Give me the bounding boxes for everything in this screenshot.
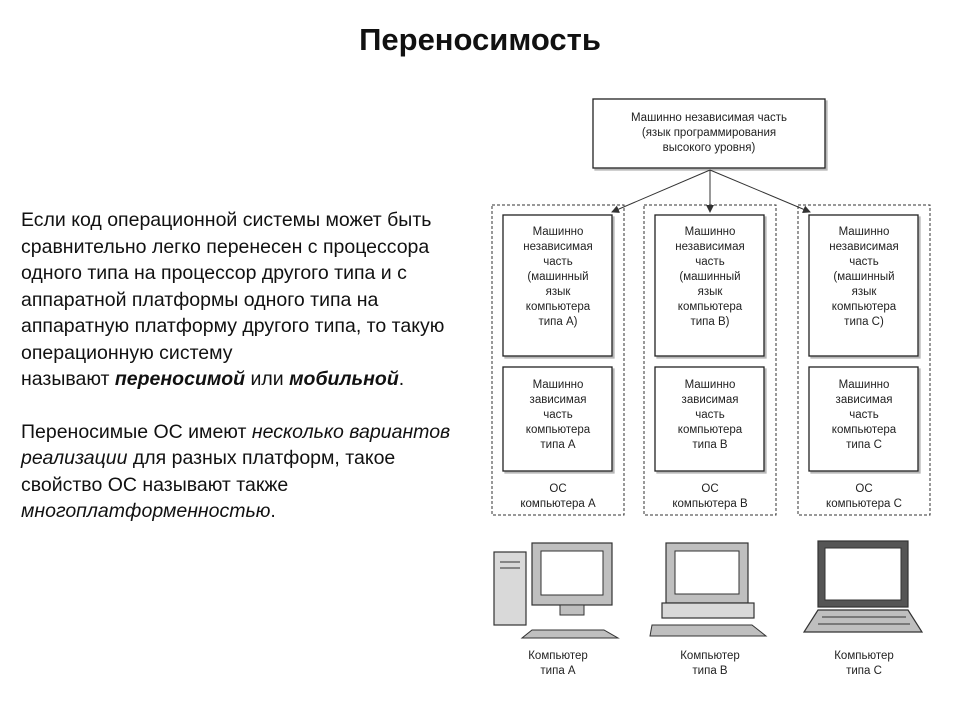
machine-dependent-label-1: Машинно зависимая часть компьютера типа A	[526, 379, 591, 451]
machine-dependent-box-3	[808, 366, 919, 472]
machine-language-label-1-line: компьютера	[526, 301, 591, 313]
laptop-computer-icon	[802, 540, 924, 633]
machine-language-box-1	[502, 214, 613, 357]
machine-language-label-1-line: независимая	[523, 241, 592, 253]
desktop-computer-icon	[649, 542, 768, 637]
computer-label-1-line: Компьютер	[528, 650, 588, 662]
machine-dependent-label-2-line: зависимая	[682, 394, 739, 406]
computer-label-2-line: типа B	[692, 665, 728, 677]
machine-language-label-1-line: Машинно	[533, 226, 584, 238]
machine-language-label-1-line: часть	[543, 256, 572, 268]
machine-dependent-label-3-line: компьютера	[832, 424, 897, 436]
machine-language-label-3-line: (машинный	[833, 271, 894, 283]
os-label-3-line: ОС	[855, 483, 872, 495]
machine-language-label-2-line: независимая	[675, 241, 744, 253]
paragraph-multiplatform: Переносимые ОС имеют несколько вариантов…	[21, 419, 461, 525]
computer-label-1: Компьютер типа A	[528, 650, 588, 677]
machine-language-label-3-line: независимая	[829, 241, 898, 253]
os-column-box-2	[643, 204, 777, 516]
machine-language-label-3-line: Машинно	[839, 226, 890, 238]
machine-dependent-label-1-line: часть	[543, 409, 572, 421]
machine-language-label-2-line: Машинно	[685, 226, 736, 238]
machine-language-label-2-line: (машинный	[679, 271, 740, 283]
machine-dependent-label-2-line: типа B	[692, 439, 728, 451]
machine-dependent-label-1-line: зависимая	[530, 394, 587, 406]
machine-language-label-2-line: типа B)	[690, 316, 729, 328]
machine-dependent-label-3-line: часть	[849, 409, 878, 421]
machine-independent-label-line: Машинно независимая часть	[631, 112, 787, 124]
computer-label-2: Компьютер типа B	[680, 650, 740, 677]
paragraph-multiplatform-end: .	[270, 500, 276, 522]
emph-several-variants: несколько вариантов реализации	[21, 420, 451, 470]
os-label-2-line: ОС	[701, 483, 718, 495]
paragraph-portability-called: называют	[21, 368, 115, 390]
computer-label-1-line: типа A	[540, 665, 576, 677]
term-portable: переносимой	[114, 368, 246, 390]
paragraph-portability: Если код операционной системы может быть…	[21, 207, 461, 393]
machine-language-label-1: Машинно независимая часть (машинный язык комп…	[523, 226, 592, 328]
paragraph-multiplatform-text-b: для разных платформ, такое свойство ОС н…	[21, 447, 396, 496]
computer-label-2-line: Компьютер	[680, 650, 740, 662]
machine-dependent-box-1	[502, 366, 613, 472]
paragraph-portability-or: или	[245, 368, 290, 390]
os-label-3-line: компьютера C	[826, 498, 902, 510]
machine-language-box-3	[808, 214, 919, 357]
machine-language-label-1-line: (машинный	[527, 271, 588, 283]
emph-multiplatform: многоплатформенностью	[21, 500, 271, 522]
slide-title: Переносимость	[359, 22, 601, 57]
machine-language-label-1-line: язык	[546, 286, 572, 298]
machine-dependent-label-2-line: Машинно	[685, 379, 736, 391]
computer-label-3-line: Компьютер	[834, 650, 894, 662]
machine-dependent-box-2	[654, 366, 765, 472]
machine-language-label-2-line: компьютера	[678, 301, 743, 313]
machine-language-label-3-line: компьютера	[832, 301, 897, 313]
machine-language-box-2	[654, 214, 765, 357]
machine-language-label-2-line: часть	[695, 256, 724, 268]
term-mobile: мобильной	[289, 368, 399, 390]
machine-dependent-label-2-line: компьютера	[678, 424, 743, 436]
machine-independent-label-line: (язык программирования	[642, 127, 776, 139]
arrow-to-column-1	[611, 169, 711, 213]
machine-dependent-label-1-line: компьютера	[526, 424, 591, 436]
computer-label-3: Компьютер типа C	[834, 650, 894, 677]
machine-independent-box	[592, 98, 826, 169]
machine-dependent-label-3-line: Машинно	[839, 379, 890, 391]
machine-language-label-1-line: типа A)	[538, 316, 577, 328]
machine-dependent-label-3: Машинно зависимая часть компьютера типа C	[832, 379, 897, 451]
machine-dependent-label-1-line: типа A	[540, 439, 576, 451]
computer-label-3-line: типа C	[846, 665, 882, 677]
machine-dependent-label-2-line: часть	[695, 409, 724, 421]
os-label-1: ОС компьютера A	[520, 483, 596, 510]
machine-language-label-3-line: типа C)	[844, 316, 884, 328]
desktop-tower-computer-icon	[493, 542, 620, 639]
os-column-box-1	[491, 204, 625, 516]
os-label-1-line: ОС	[549, 483, 566, 495]
machine-language-label-3: Машинно независимая часть (машинный язык комп…	[829, 226, 898, 328]
paragraph-portability-end: .	[398, 368, 405, 390]
os-label-2-line: компьютера B	[672, 498, 748, 510]
body-text: Если код операционной системы может быть…	[21, 207, 461, 525]
machine-language-label-2: Машинно независимая часть (машинный язык комп…	[675, 226, 744, 328]
os-label-2: ОС компьютера B	[672, 483, 748, 510]
machine-independent-label-line: высокого уровня)	[663, 142, 756, 154]
paragraph-portability-text: Если код операционной системы может быть…	[21, 209, 445, 364]
os-column-box-3	[797, 204, 931, 516]
machine-dependent-label-2: Машинно зависимая часть компьютера типа B	[678, 379, 743, 451]
os-label-3: ОС компьютера C	[826, 483, 902, 510]
arrow-to-column-3	[709, 169, 811, 213]
machine-language-label-3-line: часть	[849, 256, 878, 268]
portability-diagram: Машинно независимая часть (язык программи…	[480, 90, 950, 690]
os-label-1-line: компьютера A	[520, 498, 596, 510]
machine-independent-label: Машинно независимая часть (язык программи…	[631, 112, 787, 154]
machine-dependent-label-3-line: зависимая	[836, 394, 893, 406]
machine-language-label-3-line: язык	[852, 286, 878, 298]
machine-dependent-label-1-line: Машинно	[533, 379, 584, 391]
machine-language-label-2-line: язык	[698, 286, 724, 298]
paragraph-multiplatform-text-a: Переносимые ОС имеют	[21, 420, 252, 443]
machine-dependent-label-3-line: типа C	[846, 439, 882, 451]
